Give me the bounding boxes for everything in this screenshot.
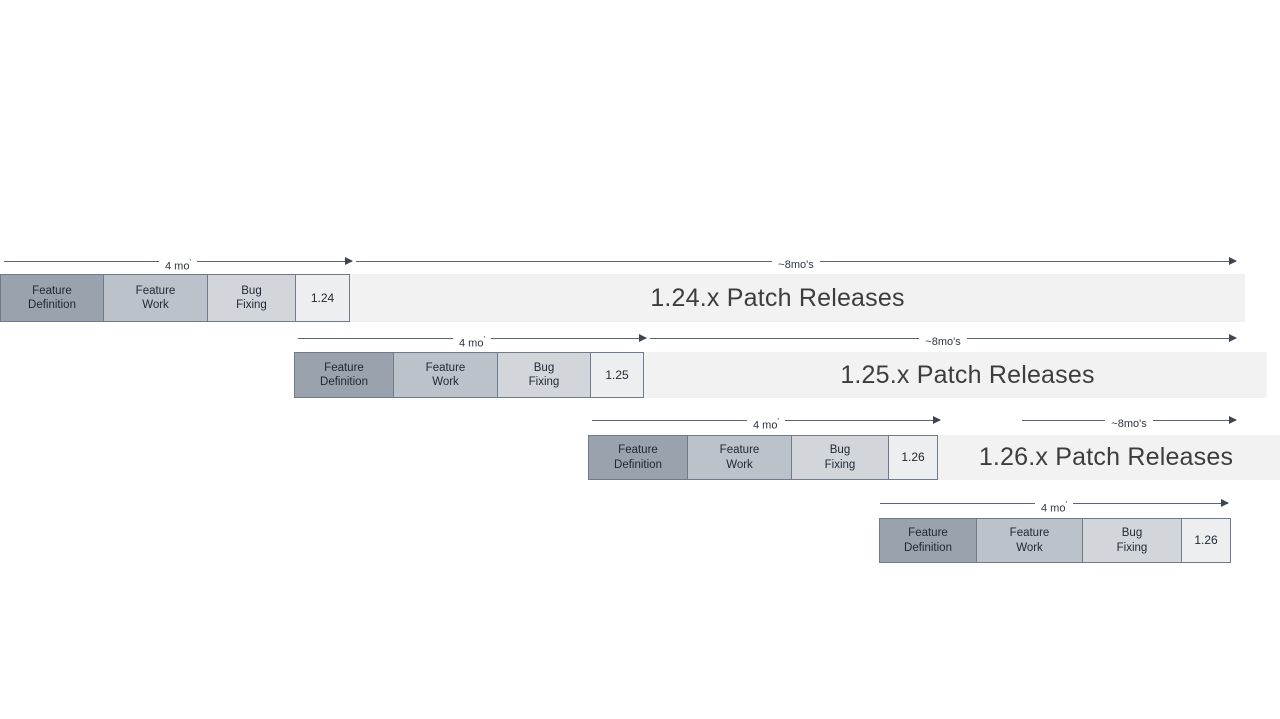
arrow-line-right [491,337,646,339]
phase-line-2: Fixing [824,458,856,471]
arrow-line-left [356,260,773,262]
duration-arrow-dev-1-24: 4 mo' [4,250,352,272]
duration-arrow-dev-next: 4 mo' [880,492,1228,514]
phase-feature-work[interactable]: Feature Work [687,435,792,480]
phase-boxes-next: Feature Definition Feature Work Bug Fixi… [879,518,1231,563]
phase-line-1: Bug [241,284,262,297]
duration-label-dev: 4 mo' [459,334,485,350]
version-label: 1.25 [605,367,629,382]
duration-arrow-patch-1-24: ~8mo's [356,250,1236,272]
phase-bug-fixing[interactable]: Bug Fixing [1082,518,1182,563]
phase-feature-work[interactable]: Feature Work [103,274,208,322]
arrow-line-left [592,419,747,421]
phase-feature-definition[interactable]: Feature Definition [879,518,977,563]
prime-mark: ' [1065,499,1067,509]
arrow-line-left [650,337,920,339]
duration-label-patch: ~8mo's [925,336,961,348]
phase-line-1: Bug [533,361,555,374]
phase-line-1: Feature [908,527,948,540]
arrow-line-left [880,502,1035,504]
phase-line-1: Feature [1009,527,1050,540]
phase-version-badge[interactable]: 1.24 [295,274,350,322]
duration-label-dev: 4 mo' [165,257,191,273]
phase-bug-fixing[interactable]: Bug Fixing [207,274,296,322]
version-label: 1.26 [901,450,925,464]
patch-release-label: 1.25.x Patch Releases [840,360,1095,389]
phase-line-2: Work [432,376,459,388]
phase-line-2: Work [142,299,169,311]
phase-line-1: Bug [1121,527,1143,540]
duration-label-patch: ~8mo's [778,259,814,271]
duration-label-dev: 4 mo' [753,416,779,432]
phase-feature-work[interactable]: Feature Work [976,518,1083,563]
prime-mark: ' [189,257,191,267]
duration-arrow-patch-1-26: ~8mo's [1022,409,1236,431]
version-label: 1.26 [1194,533,1218,547]
phase-feature-definition[interactable]: Feature Definition [588,435,688,480]
phase-line-2: Definition [614,458,662,471]
prime-mark: ' [777,416,779,426]
phase-bug-fixing[interactable]: Bug Fixing [791,435,889,480]
arrow-line-right [785,419,940,421]
phase-version-badge[interactable]: 1.25 [590,352,644,398]
duration-label-dev: 4 mo' [1041,499,1067,515]
phase-line-1: Feature [135,284,176,297]
phase-bug-fixing[interactable]: Bug Fixing [497,352,591,398]
phase-feature-definition[interactable]: Feature Definition [0,274,104,322]
phase-feature-definition[interactable]: Feature Definition [294,352,394,398]
phase-line-2: Definition [320,376,368,388]
patch-release-label: 1.26.x Patch Releases [978,443,1234,471]
arrow-line-left [1022,419,1106,421]
phase-line-1: Bug [829,444,851,457]
phase-line-2: Definition [904,541,952,554]
phase-line-1: Feature [425,361,466,374]
arrow-line-left [298,337,453,339]
duration-arrow-dev-1-25: 4 mo' [298,327,646,349]
phase-line-1: Feature [324,361,364,374]
phase-feature-work[interactable]: Feature Work [393,352,498,398]
phase-boxes-1-26: Feature Definition Feature Work Bug Fixi… [588,435,938,480]
phase-line-2: Definition [28,299,76,311]
duration-arrow-patch-1-25: ~8mo's [650,327,1236,349]
arrow-line-right [966,337,1236,339]
phase-line-1: Feature [719,444,760,457]
phase-line-2: Work [1016,541,1043,554]
duration-arrow-dev-1-26: 4 mo' [592,409,940,431]
phase-line-1: Feature [32,284,72,297]
phase-line-2: Fixing [236,299,267,311]
phase-line-2: Fixing [1116,541,1148,554]
phase-line-2: Work [726,458,753,471]
arrow-line-right [1073,502,1228,504]
patch-release-label: 1.24.x Patch Releases [650,283,905,312]
arrow-line-left [4,260,159,262]
phase-boxes-1-25: Feature Definition Feature Work Bug Fixi… [294,352,644,398]
phase-line-2: Fixing [528,376,560,388]
arrow-line-right [819,260,1236,262]
phase-version-badge[interactable]: 1.26 [888,435,938,480]
prime-mark: ' [483,334,485,344]
phase-version-badge[interactable]: 1.26 [1181,518,1231,563]
arrow-line-right [197,260,352,262]
phase-line-1: Feature [618,444,658,457]
duration-label-patch: ~8mo's [1111,418,1147,430]
phase-boxes-1-24: Feature Definition Feature Work Bug Fixi… [0,274,350,322]
arrow-line-right [1152,419,1236,421]
version-label: 1.24 [310,290,335,305]
